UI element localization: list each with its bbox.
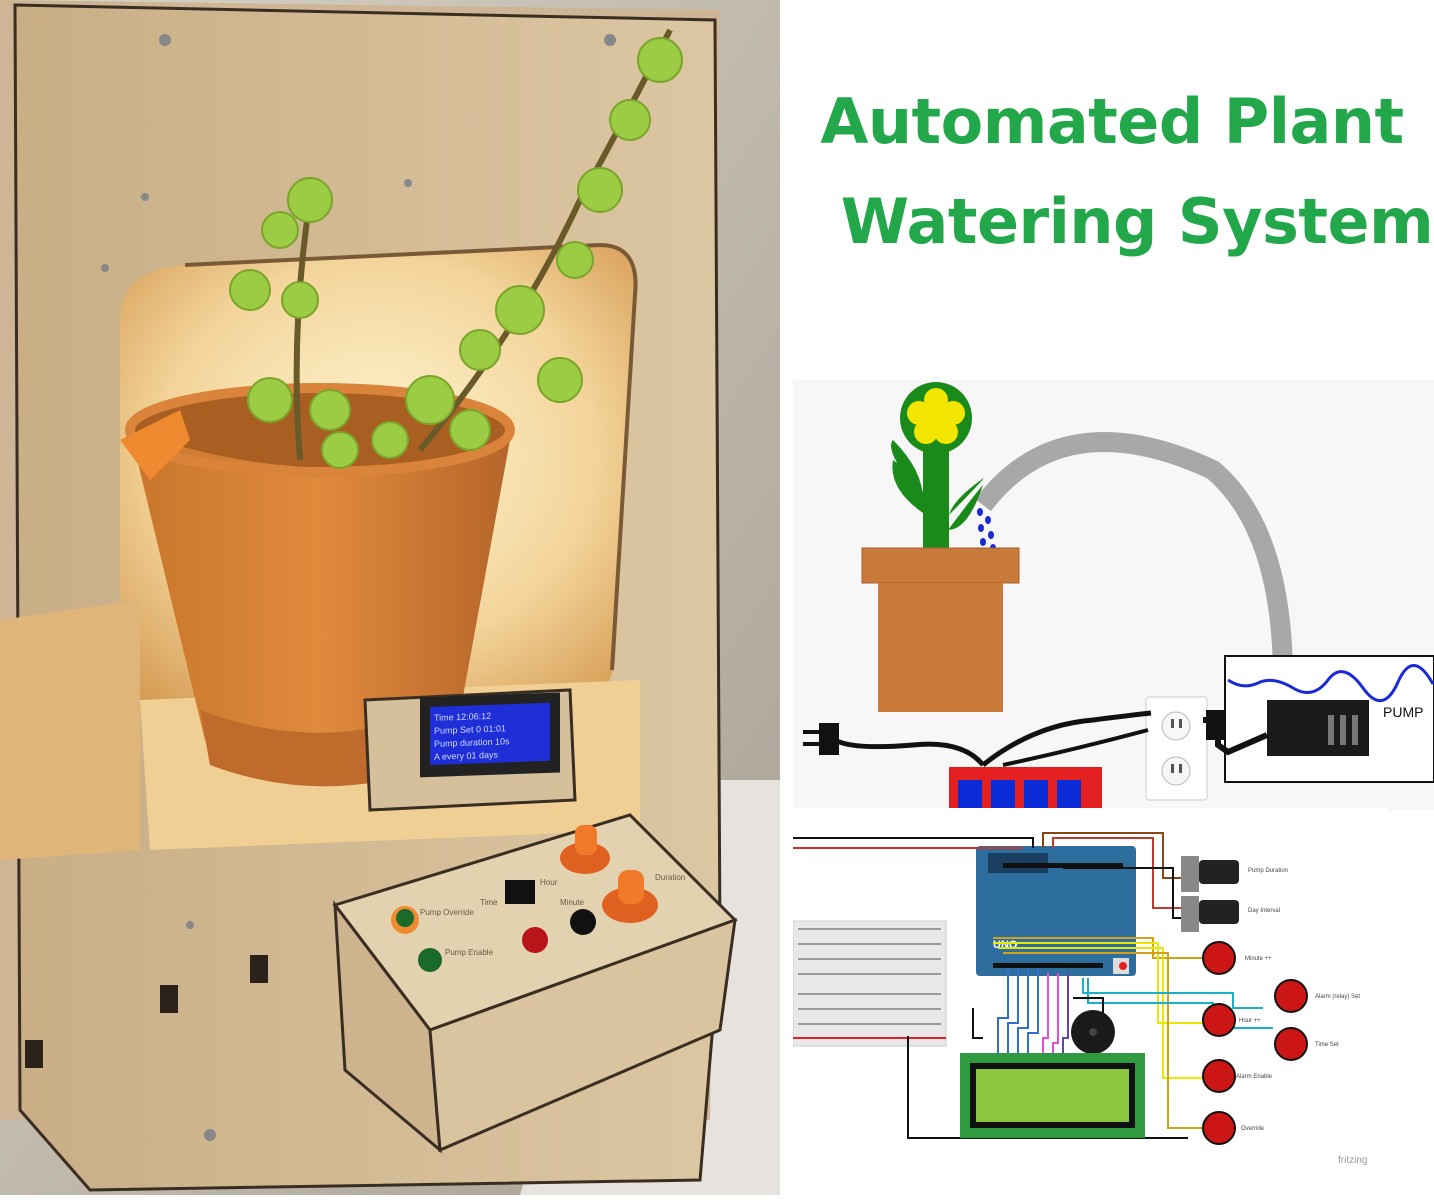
- board-label: UNO: [993, 939, 1018, 951]
- lcd-line: Pump Set 0 01:01: [434, 723, 506, 736]
- button-label: Alarm (relay) Set: [1315, 994, 1360, 1000]
- button-icon: [1202, 1059, 1236, 1093]
- panel-label: Minute: [560, 898, 585, 907]
- pot-icon: [861, 547, 1020, 712]
- product-photo: Time 12:06:12 Pump Set 0 01:01 Pump dura…: [0, 0, 780, 1195]
- pump-label: PUMP: [1383, 704, 1423, 720]
- lcd-module: [960, 1053, 1145, 1138]
- button-label: Minute ++: [1245, 956, 1272, 962]
- title-line-1: Automated Plant: [820, 85, 1404, 158]
- power-strip-icon: [949, 767, 1102, 822]
- panel-label: Time: [480, 898, 498, 907]
- plug-icon: [803, 723, 839, 755]
- button-label: Time Set: [1315, 1042, 1339, 1048]
- pot-label: Pump Duration: [1248, 868, 1288, 874]
- arduino-board: UNO: [976, 846, 1136, 976]
- watermark: fritzing: [1338, 1155, 1367, 1166]
- panel-label: Duration: [655, 873, 685, 882]
- breadboard: [792, 920, 947, 1047]
- pump-icon: [1267, 700, 1369, 756]
- button-icon: [1202, 1003, 1236, 1037]
- button-label: Hour ++: [1239, 1018, 1261, 1024]
- button-icon: [1202, 1111, 1236, 1145]
- page-title: Automated Plant Watering System: [790, 72, 1434, 272]
- panel-label: Hour: [540, 878, 558, 887]
- button-icon: [1274, 1027, 1308, 1061]
- panel-label: Pump Enable: [445, 948, 494, 957]
- pot-label: Day Interval: [1248, 908, 1280, 914]
- outlet-icon: [1145, 696, 1208, 801]
- potentiometer-icon: [1181, 856, 1239, 932]
- button-label: Override: [1241, 1126, 1265, 1132]
- lcd-line: A every 01 days: [434, 750, 499, 762]
- fritzing-schematic: UNO: [792, 808, 1434, 1195]
- lcd-line: Pump duration 10s: [434, 736, 510, 749]
- button-icon: [1202, 941, 1236, 975]
- panel-label: Pump Override: [420, 908, 474, 917]
- watering-diagram: PUMP: [793, 380, 1434, 822]
- title-line-2: Watering System: [840, 185, 1434, 258]
- hose: [975, 432, 1293, 681]
- button-label: Alarm Enable: [1236, 1074, 1273, 1080]
- lcd-line: Time 12:06:12: [434, 711, 491, 723]
- plant-icon: [891, 382, 984, 550]
- button-icon: [1274, 979, 1308, 1013]
